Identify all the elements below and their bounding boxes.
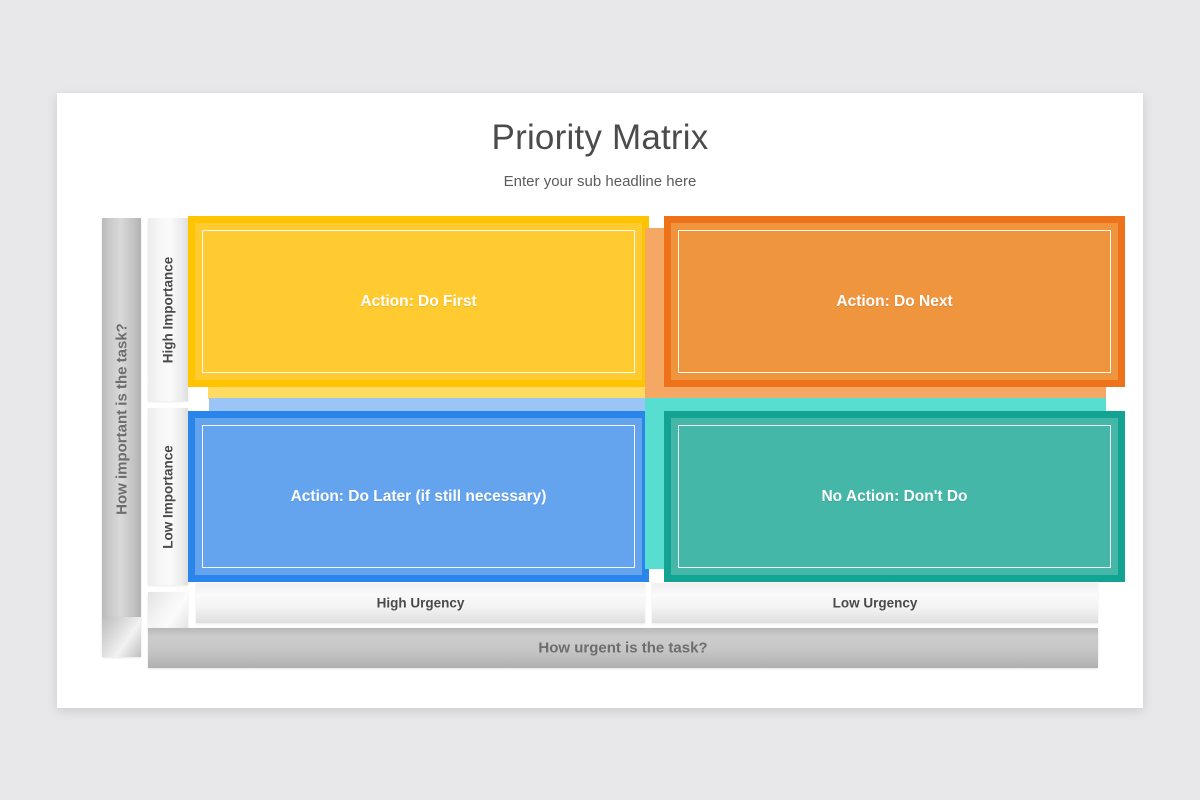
level-high-urgency-label: High Urgency bbox=[376, 595, 465, 611]
axis-importance-label: How important is the task? bbox=[113, 323, 130, 515]
quadrant-dont-do[interactable]: No Action: Don't Do bbox=[645, 398, 1143, 584]
page-subtitle: Enter your sub headline here bbox=[503, 173, 697, 190]
level-low-urgency-label: Low Urgency bbox=[832, 595, 918, 611]
quadrant-dont-do-inner-outline bbox=[678, 425, 1111, 568]
quadrant-do-first-card[interactable]: Action: Do First bbox=[188, 216, 649, 387]
quadrant-do-later-label: Action: Do Later (if still necessary) bbox=[290, 487, 547, 505]
axis-urgency-label: How urgent is the task? bbox=[538, 639, 708, 657]
axis-urgency-title: How urgent is the task? bbox=[148, 628, 1098, 668]
corner-square-outer bbox=[102, 617, 141, 657]
level-high-importance-label: High Importance bbox=[160, 256, 176, 363]
quadrant-dont-do-label: No Action: Don't Do bbox=[821, 487, 968, 505]
level-high-urgency[interactable]: High Urgency bbox=[196, 583, 645, 623]
quadrant-dont-do-card[interactable]: No Action: Don't Do bbox=[664, 411, 1125, 582]
level-low-importance-label: Low Importance bbox=[160, 444, 176, 549]
quadrant-do-later-inner-outline bbox=[202, 425, 635, 568]
priority-matrix: How important is the task? High Importan… bbox=[57, 93, 1143, 708]
quadrant-do-first[interactable]: Action: Do First bbox=[188, 216, 688, 402]
level-low-urgency[interactable]: Low Urgency bbox=[652, 583, 1098, 623]
quadrant-do-first-inner-outline bbox=[202, 230, 635, 373]
page-title: Priority Matrix bbox=[491, 118, 709, 157]
level-low-importance[interactable]: Low Importance bbox=[148, 408, 188, 585]
quadrant-do-next-inner-outline bbox=[678, 230, 1111, 373]
corner-square-inner bbox=[148, 592, 188, 632]
quadrant-do-first-label: Action: Do First bbox=[360, 292, 477, 310]
axis-importance-title: How important is the task? bbox=[102, 218, 141, 620]
quadrant-do-later-card[interactable]: Action: Do Later (if still necessary) bbox=[188, 411, 649, 582]
level-high-importance[interactable]: High Importance bbox=[148, 218, 188, 401]
quadrant-do-next-card[interactable]: Action: Do Next bbox=[664, 216, 1125, 387]
slide-canvas: Priority Matrix Enter your sub headline … bbox=[57, 93, 1143, 708]
quadrant-do-next[interactable]: Action: Do Next bbox=[645, 216, 1143, 402]
quadrant-do-later[interactable]: Action: Do Later (if still necessary) bbox=[188, 398, 688, 584]
quadrant-do-next-label: Action: Do Next bbox=[836, 292, 953, 310]
